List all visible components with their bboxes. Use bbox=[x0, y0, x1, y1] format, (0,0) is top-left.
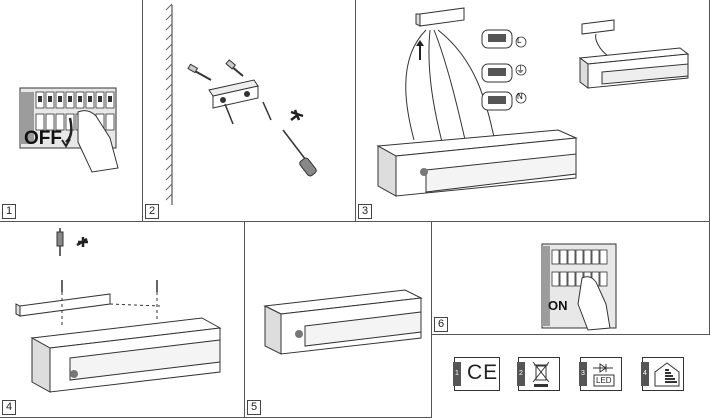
ce-text: CE bbox=[467, 361, 499, 384]
step-4-panel: 4 bbox=[0, 222, 245, 418]
step-6-number: 6 bbox=[434, 317, 448, 332]
wiring-connection-illustration bbox=[376, 7, 690, 197]
step-6-panel: ON 6 bbox=[432, 222, 710, 335]
ce-mark-icon: 1 CE bbox=[453, 357, 500, 391]
terminal-label-live: L bbox=[517, 36, 522, 45]
off-label: OFF bbox=[24, 128, 62, 149]
step-4-number: 4 bbox=[2, 400, 16, 415]
led-text: LED bbox=[596, 376, 612, 385]
step-3-number: 3 bbox=[358, 204, 372, 219]
terminal-label-neutral: N bbox=[517, 92, 523, 101]
ce-number: 1 bbox=[453, 362, 461, 386]
step-5-number: 5 bbox=[247, 400, 261, 415]
fixture-screw-mount-illustration bbox=[15, 228, 222, 393]
finished-fixture-illustration bbox=[263, 289, 423, 355]
on-label: ON bbox=[548, 298, 568, 313]
terminal-label-earth: ⏚ bbox=[516, 65, 526, 75]
breaker-on-illustration bbox=[541, 243, 617, 331]
certification-panel: 1 CE 2 3 LED 4 bbox=[432, 335, 710, 418]
step-1-number: 1 bbox=[2, 204, 16, 219]
weee-number: 2 bbox=[517, 362, 525, 386]
step-1-panel: OFF 1 bbox=[0, 0, 143, 222]
bracket-wall-mount-illustration bbox=[165, 3, 317, 205]
bin-drawing bbox=[532, 361, 550, 387]
crossed-bin-icon: 2 bbox=[517, 357, 560, 391]
energy-class-icon: 4 bbox=[641, 357, 684, 391]
breaker-off-illustration bbox=[19, 87, 119, 173]
led-number: 3 bbox=[579, 362, 587, 386]
energy-number: 4 bbox=[641, 362, 649, 386]
step-3-panel: L ⏚ N 3 bbox=[356, 0, 710, 222]
energy-house-drawing bbox=[654, 362, 680, 387]
step-5-panel: 5 bbox=[245, 222, 432, 418]
diode-drawing bbox=[593, 363, 615, 387]
led-diode-icon: 3 LED bbox=[579, 357, 622, 391]
step-2-number: 2 bbox=[145, 204, 159, 219]
step-2-panel: 2 bbox=[143, 0, 356, 222]
